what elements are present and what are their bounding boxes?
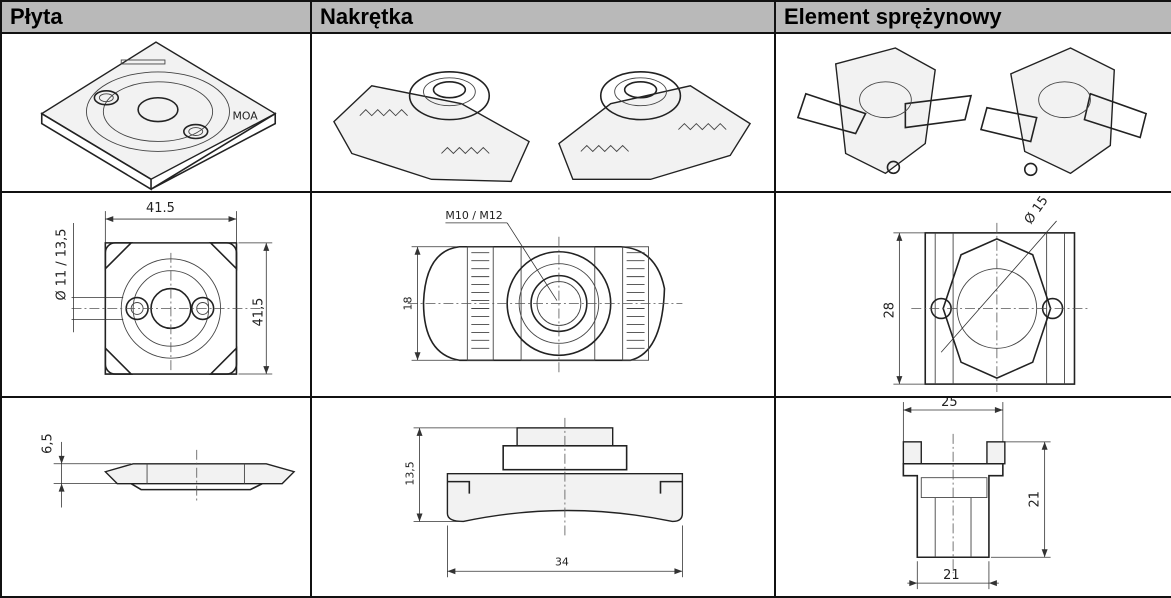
header-nut: Nakrętka <box>310 0 776 34</box>
nut-isometric-cell <box>310 31 776 194</box>
plate-isometric-drawing: MOA <box>40 41 277 191</box>
spring-isometric-cell <box>774 31 1171 194</box>
plate-top-view-drawing: 41.5 Ø 11 / 13,5 <box>55 201 273 376</box>
spring-side-view-cell: 25 21 21 <box>774 396 1171 598</box>
table-row-side-view: 6,5 13,5 34 <box>0 396 1171 598</box>
nut-side-view-drawing: 13,5 34 <box>404 418 684 578</box>
spring-side-height-label: 21 <box>1028 491 1043 507</box>
nut-isometric-drawing <box>333 71 752 183</box>
plate-hole-label: Ø 11 / 13,5 <box>55 229 70 301</box>
nut-top-view-cell: M10 / M12 18 <box>310 191 776 399</box>
nut-thread-label: M10 / M12 <box>445 209 502 222</box>
spring-top-view-cell: Ø 15 28 <box>774 191 1171 399</box>
nut-top-view-drawing: M10 / M12 18 <box>402 209 683 373</box>
plate-side-view-cell: 6,5 <box>0 396 312 598</box>
svg-text:MOA: MOA <box>233 110 259 123</box>
spring-diameter-label: Ø 15 <box>1022 194 1052 228</box>
plate-thickness-label: 6,5 <box>41 434 56 455</box>
plate-side-view-drawing: 6,5 <box>41 434 296 508</box>
spring-top-view-drawing: Ø 15 28 <box>882 194 1091 393</box>
table-row-isometric: MOA <box>0 31 1171 194</box>
nut-side-view-cell: 13,5 34 <box>310 396 776 598</box>
spring-isometric-drawing <box>796 47 1148 177</box>
header-plate: Płyta <box>0 0 312 34</box>
table-row-top-view: 41.5 Ø 11 / 13,5 <box>0 191 1171 399</box>
plate-height-label: 41,5 <box>251 298 266 327</box>
spring-height-label: 28 <box>882 302 897 318</box>
spring-bottom-width-label: 21 <box>943 569 959 584</box>
nut-length-label: 34 <box>555 556 569 569</box>
nut-side-height-label: 13,5 <box>404 462 417 486</box>
plate-isometric-cell: MOA <box>0 31 312 194</box>
header-spring-element: Element sprężynowy <box>774 0 1171 34</box>
table-header-row: Płyta Nakrętka Element sprężynowy <box>0 0 1171 34</box>
nut-height-label: 18 <box>402 297 415 311</box>
spring-top-width-label: 25 <box>941 398 957 410</box>
plate-top-view-cell: 41.5 Ø 11 / 13,5 <box>0 191 312 399</box>
plate-width-label: 41.5 <box>146 201 175 216</box>
spring-side-view-drawing: 25 21 21 <box>902 398 1051 590</box>
